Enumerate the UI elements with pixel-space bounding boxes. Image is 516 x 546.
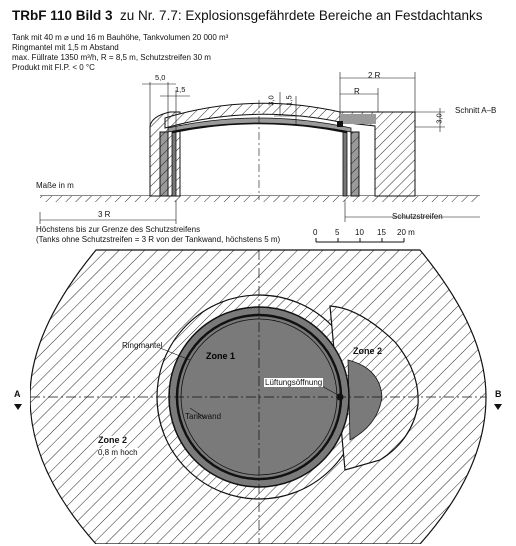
schnitt-label: Schnitt A–B <box>455 106 497 115</box>
figure-title-number: TRbF 110 Bild 3 <box>12 8 113 23</box>
section-mark-a: A <box>14 389 21 399</box>
tankwand-label: Tankwand <box>185 412 222 421</box>
scale-tick-label: 0 <box>313 228 318 237</box>
ringmantel-right <box>350 131 360 197</box>
vent-section <box>337 121 343 127</box>
scale-tick-label: 10 <box>355 228 364 237</box>
dim-1-5: 1,5 <box>175 85 186 94</box>
lueftung-label: Lüftungsöffnung <box>264 378 324 387</box>
plan-view <box>30 249 487 544</box>
note-line-1: Höchstens bis zur Grenze des Schutzstrei… <box>36 225 201 234</box>
dim-3r: 3 R <box>98 210 111 219</box>
note-line-2: (Tanks ohne Schutzstreifen = 3 R von der… <box>36 235 281 244</box>
schutzstreifen-label: Schutzstreifen <box>392 212 443 221</box>
scale-bar <box>315 238 405 243</box>
figure-title: TRbF 110 Bild 3 zu Nr. 7.7: Explosionsge… <box>12 8 483 23</box>
arrow-b <box>494 404 502 410</box>
masse-label: Maße in m <box>36 181 74 190</box>
spec-line: Tank mit 40 m ⌀ und 16 m Bauhöhe, Tankvo… <box>12 33 229 42</box>
dim-3-0-right: 3,0 <box>434 113 444 124</box>
zone-right-grey <box>340 114 376 124</box>
arrow-a <box>14 404 22 410</box>
section-view <box>39 72 480 243</box>
zone2-right-label: Zone 2 <box>353 346 383 356</box>
tank-wall-left <box>171 131 177 197</box>
scale-tick-label: 15 <box>377 228 386 237</box>
dim-1-5-vert: 1,5 <box>284 95 294 106</box>
scale-tick-label: 20 m <box>397 228 415 237</box>
spec-line: max. Füllrate 1350 m³/h, R = 8,5 m, Schu… <box>12 53 211 62</box>
dim-2r: 2 R <box>368 71 381 80</box>
ringmantel-left <box>159 131 169 197</box>
zone1-label: Zone 1 <box>206 351 236 361</box>
dim-3-0-left: 3,0 <box>266 95 276 106</box>
vent-opening <box>336 393 344 401</box>
tank-specs: Tank mit 40 m ⌀ und 16 m Bauhöhe, Tankvo… <box>12 33 228 73</box>
ground-strip <box>40 196 480 202</box>
tank-roof-grey <box>167 117 352 133</box>
tank-wall-right <box>342 131 348 197</box>
dim-r: R <box>354 87 360 96</box>
section-mark-b: B <box>495 389 502 399</box>
spec-line: Produkt mit Fl.P. < 0 °C <box>12 63 95 72</box>
scale-tick-label: 5 <box>335 228 340 237</box>
zone2-left-label: Zone 2 <box>98 435 128 445</box>
zone2-left-height: 0,8 m hoch <box>98 448 138 457</box>
spec-line: Ringmantel mit 1,5 m Abstand <box>12 43 119 52</box>
ringmantel-label: Ringmantel <box>122 341 163 350</box>
dim-5-0: 5,0 <box>155 73 166 82</box>
figure-title-text: zu Nr. 7.7: Explosionsgefährdete Bereich… <box>120 8 483 23</box>
